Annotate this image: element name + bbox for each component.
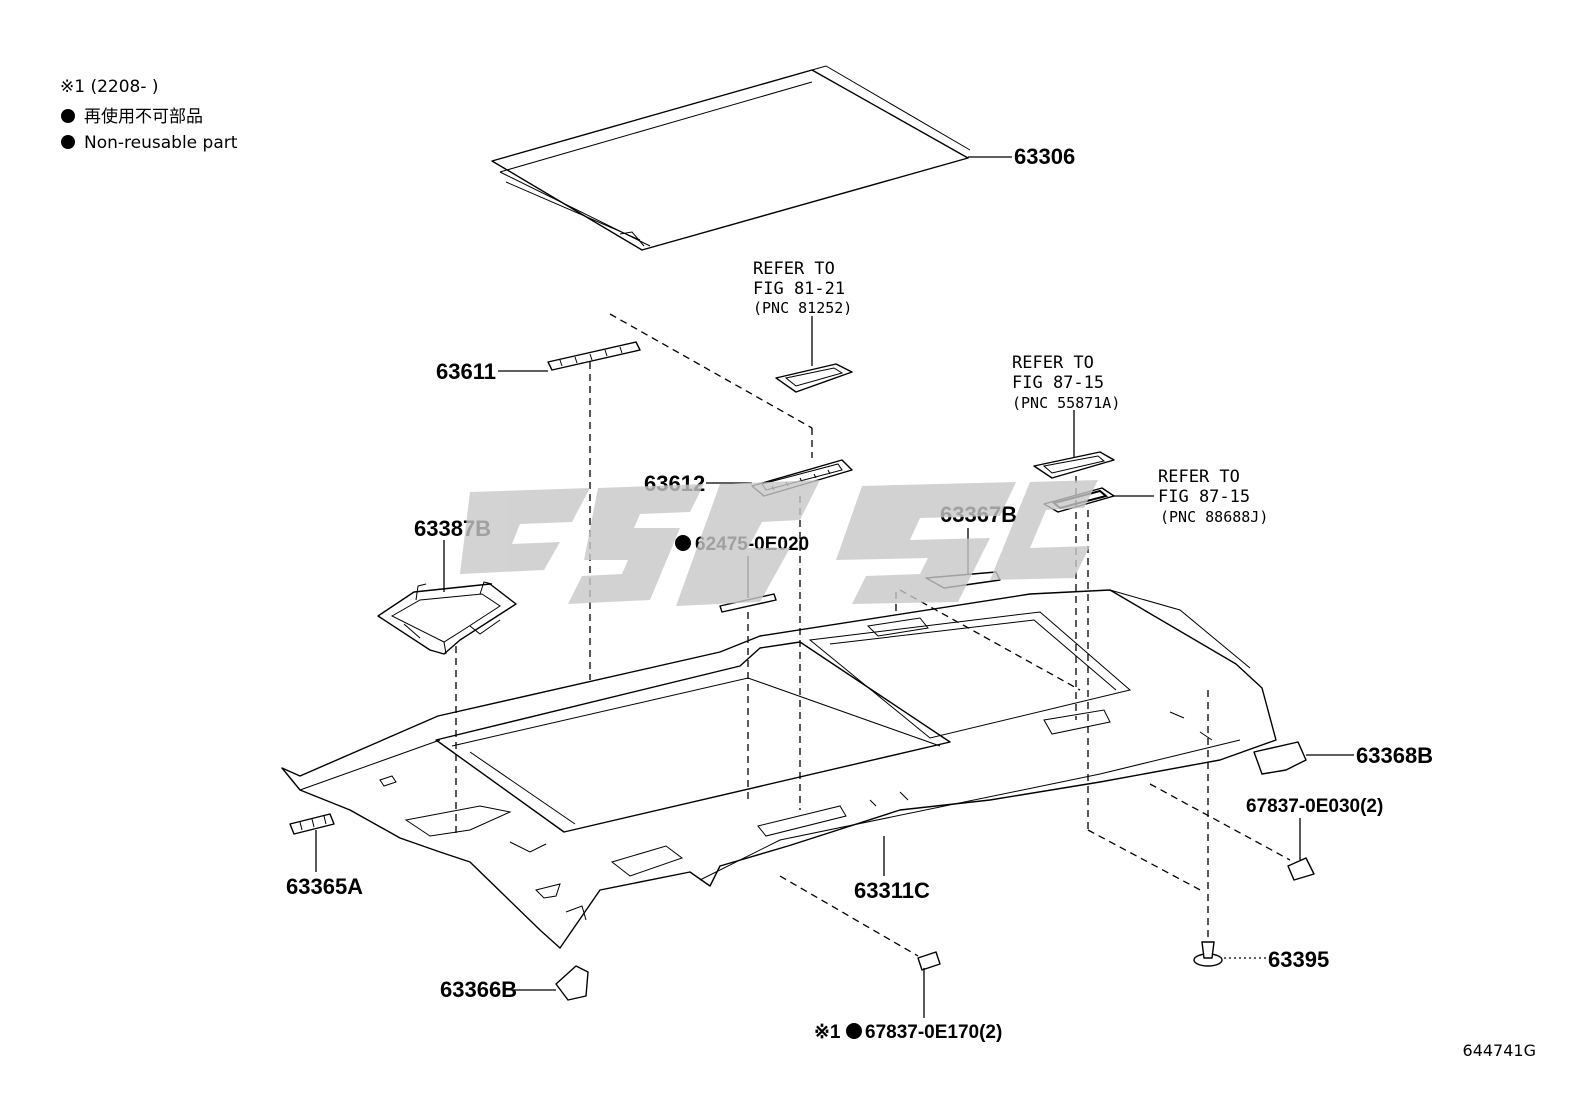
refer-line-3: (PNC 55871A) xyxy=(1012,394,1120,412)
refer-line-2: FIG 81-21 xyxy=(753,279,845,299)
part-number-63395: 63395 xyxy=(1268,947,1329,972)
part-lamp-cover-55871a-shape xyxy=(1033,451,1115,479)
part-clip-67837-0e030-shape xyxy=(1287,857,1315,881)
reference-note-fig-87-15-b: REFER TO FIG 87-15 (PNC 88688J) xyxy=(1158,467,1268,526)
filled-circle-icon xyxy=(61,135,75,149)
refer-line-3: (PNC 81252) xyxy=(753,299,852,317)
reference-note-fig-87-15-a: REFER TO FIG 87-15 (PNC 55871A) xyxy=(1012,353,1120,412)
part-number-63611: 63611 xyxy=(436,359,496,384)
legend: ※1 (2208- ) 再使用不可部品 Non-reusable part xyxy=(60,77,238,153)
refer-line-1: REFER TO xyxy=(1158,467,1240,487)
part-number-63306: 63306 xyxy=(1014,144,1075,169)
part-screw-63395-shape xyxy=(1193,941,1223,967)
cusc-watermark-logo xyxy=(460,480,1098,606)
refer-line-1: REFER TO xyxy=(1012,353,1094,373)
part-clip-67837-0e170-shape xyxy=(917,951,941,971)
refer-line-2: FIG 87-15 xyxy=(1158,487,1250,507)
filled-circle-icon xyxy=(61,109,75,123)
legend-non-reusable-ja: 再使用不可部品 xyxy=(84,106,203,127)
part-63368b-shape xyxy=(1253,741,1307,775)
refer-line-1: REFER TO xyxy=(753,259,835,279)
part-63365a-shape xyxy=(289,813,335,835)
filled-circle-icon xyxy=(675,535,691,551)
part-63387b-console-shape xyxy=(377,581,517,655)
part-number-63365a: 63365A xyxy=(286,874,363,899)
reference-note-fig-81-21: REFER TO FIG 81-21 (PNC 81252) xyxy=(753,259,852,317)
part-number-67837-0e170: 67837-0E170(2) xyxy=(865,1022,1002,1043)
part-number-63311c: 63311C xyxy=(854,878,930,903)
refer-line-2: FIG 87-15 xyxy=(1012,373,1104,393)
part-number-67837-0e030: 67837-0E030(2) xyxy=(1246,796,1383,817)
legend-range-note: ※1 (2208- ) xyxy=(60,77,159,97)
part-63611-shape xyxy=(547,341,641,371)
part-lamp-cover-81252-shape xyxy=(775,363,853,393)
star-prefix: ※1 xyxy=(814,1022,841,1043)
part-63366b-shape xyxy=(555,965,589,1001)
legend-non-reusable-en: Non-reusable part xyxy=(84,133,238,153)
filled-circle-icon xyxy=(846,1023,862,1039)
part-number-63366b: 63366B xyxy=(440,977,517,1002)
part-sunshade-shape xyxy=(491,65,971,251)
figure-id: 644741G xyxy=(1463,1041,1536,1060)
refer-line-3: (PNC 88688J) xyxy=(1160,508,1268,526)
installation-guide-lines xyxy=(455,313,1291,957)
part-number-63368b: 63368B xyxy=(1356,743,1433,768)
